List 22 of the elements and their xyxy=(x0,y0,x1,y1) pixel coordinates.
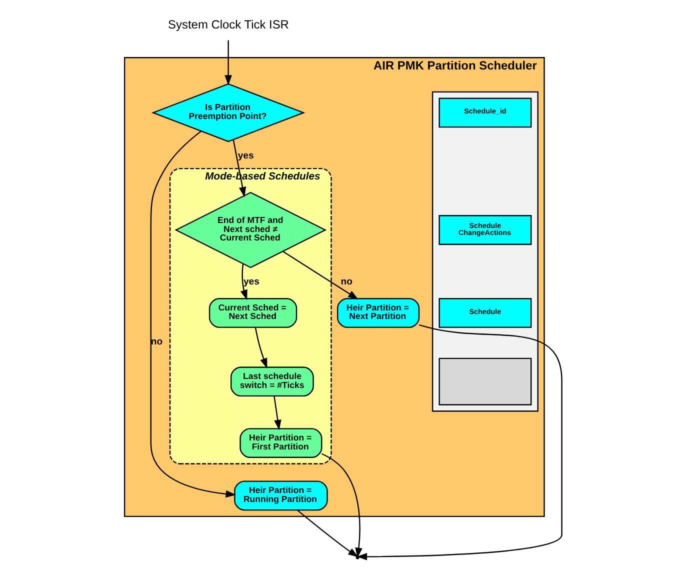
edge-label: no xyxy=(340,276,352,288)
edge-label: no xyxy=(150,336,163,348)
node-box: Current Sched = Next Sched xyxy=(208,298,298,328)
node-box: Heir Partition = First Partition xyxy=(240,428,322,458)
node-box: Heir Partition = Running Partition xyxy=(234,480,328,511)
node-box xyxy=(438,358,532,406)
node-box: Last schedule switch = #Ticks xyxy=(230,366,314,397)
arrow xyxy=(254,327,268,369)
arrow xyxy=(274,396,282,430)
cluster xyxy=(432,91,538,412)
arrow xyxy=(150,130,236,498)
node-diamond: End of MTF and Next sched ≠ Current Sched xyxy=(174,192,327,268)
arrow xyxy=(297,510,358,558)
arrow xyxy=(282,250,358,300)
arrow xyxy=(224,40,232,86)
node-text: System Clock Tick ISR xyxy=(168,18,289,32)
arrow xyxy=(232,140,246,198)
edge-label: yes xyxy=(238,150,254,162)
node-box: Heir Partition = Next Partition xyxy=(337,298,420,328)
node-diamond: Is Partition Preemption Point? xyxy=(151,83,306,142)
edge-label: yes xyxy=(243,276,260,288)
arrow xyxy=(240,264,248,300)
